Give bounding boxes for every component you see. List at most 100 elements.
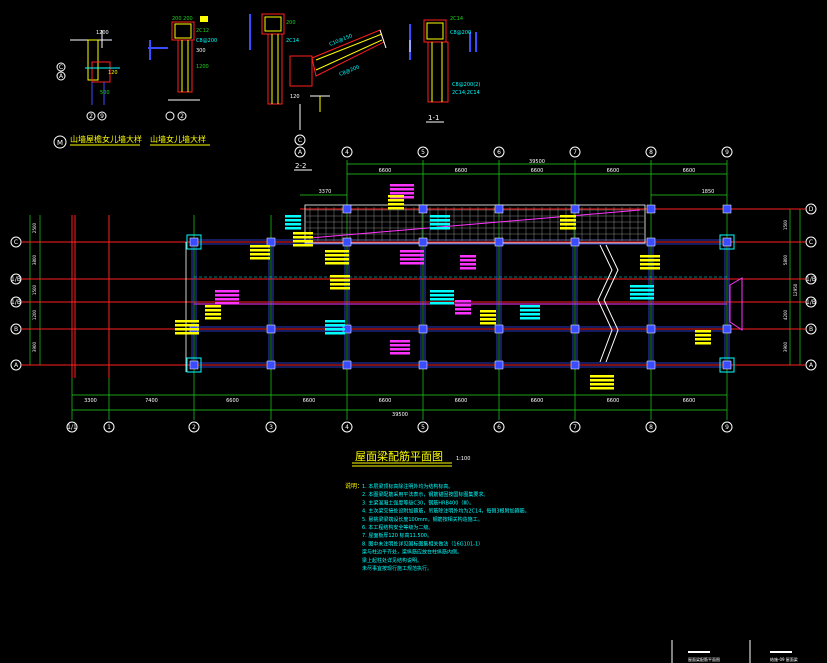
note-item-4: 5. 悬挑梁梁端设长度100mm，钢筋按相关构造施工。 <box>362 516 483 523</box>
column-marker-d <box>494 204 504 214</box>
beam-annotation-line <box>250 253 270 256</box>
column-marker <box>646 324 656 334</box>
axis-label-top-5: 9 <box>725 149 729 156</box>
beam-annotation-line <box>430 223 450 226</box>
axis-label-right-d: D <box>809 206 814 213</box>
beam-annotation-line <box>390 344 410 347</box>
axis-label-left-2: 1/B <box>11 299 21 306</box>
beam-annotation-line <box>430 290 454 293</box>
dim-text-right-1: 5800 <box>783 254 788 265</box>
dim-text-left-3: 1200 <box>32 309 37 320</box>
beam-annotation-line <box>630 297 654 300</box>
axis-label-right-4: C <box>809 239 813 246</box>
axis-label-left-0: A <box>14 362 19 369</box>
general-notes: 说明： 1. 本层梁顶标高除注明外均为结构标高。2. 本图梁配筋采用平法表示，钢… <box>345 482 530 572</box>
axis-bubble-bottom-8 <box>645 421 657 433</box>
axis-bubble-bottom-0 <box>66 421 78 433</box>
detail-gable-eave-parapet: 500 120 1200 C A 2 9 <box>56 30 120 121</box>
axis-grid-lines <box>22 208 805 378</box>
axis-label-right-1: B <box>809 326 813 333</box>
svg-text:C8@200: C8@200 <box>339 64 361 78</box>
beam-annotation-line <box>205 309 221 312</box>
beam-annotation-line <box>293 232 313 235</box>
beam-annotation-line <box>250 245 270 248</box>
dim-text-left-4: 3900 <box>32 341 37 352</box>
column-marker <box>570 324 580 334</box>
dim-text-top-b: 1850 <box>702 189 715 195</box>
beam-annotation-line <box>325 262 349 265</box>
beam-annotation-line <box>695 334 711 337</box>
axis-bubble-top-5 <box>721 146 733 158</box>
note-item-7: 8. 图中未注明处详见国标图集相关做法（16G101-1） <box>362 540 483 547</box>
svg-text:2C12: 2C12 <box>196 28 209 34</box>
dim-text-right-0: 1500 <box>783 219 788 230</box>
beam-annotation-line <box>590 375 614 378</box>
column-marker <box>266 237 276 247</box>
corner-column-2 <box>719 234 735 250</box>
beam-annotation-line <box>640 255 660 258</box>
svg-text:C8@200: C8@200 <box>196 38 217 44</box>
beam-annotation-line <box>455 308 471 311</box>
axis-bubble-bottom-4 <box>341 421 353 433</box>
column-marker-d <box>722 204 732 214</box>
beam-annotation-line <box>640 259 660 262</box>
svg-text:120: 120 <box>108 70 118 76</box>
beam-annotation-line <box>330 279 350 282</box>
beam-annotation-line <box>330 275 350 278</box>
axis-bubble-bottom-3 <box>265 421 277 433</box>
axis-bubble-left-4 <box>10 236 22 248</box>
svg-text:C8@200(2): C8@200(2) <box>452 82 480 88</box>
dim-text-bottom-5: 6600 <box>455 398 468 404</box>
svg-text:2: 2 <box>180 113 184 120</box>
dim-text-right-overall: 12950 <box>793 283 798 296</box>
axis-label-right-3: 1/B <box>806 276 816 283</box>
dim-text-bottom-2: 6600 <box>226 398 239 404</box>
beam-annotations <box>175 184 711 390</box>
beam-annotation-line <box>695 338 711 341</box>
column-marker <box>266 360 276 370</box>
beam-annotation-line <box>325 250 349 253</box>
beam-annotation-line <box>480 322 496 325</box>
beam-annotation-line <box>293 244 313 247</box>
dim-text-top-2: 6600 <box>531 168 544 174</box>
svg-text:200 200: 200 200 <box>172 16 193 22</box>
beam-annotation-line <box>590 383 614 386</box>
svg-text:2C14: 2C14 <box>450 16 463 22</box>
title-block-left: 屋面梁配筋平面图 <box>688 656 720 662</box>
beam-annotation-line <box>285 215 301 218</box>
beam-annotation-line <box>695 342 711 345</box>
axis-label-right-0: A <box>809 362 814 369</box>
beam-annotation-line <box>460 263 476 266</box>
column-marker <box>722 237 732 247</box>
column-marker <box>418 360 428 370</box>
stair-outline-2 <box>603 244 619 363</box>
axis-label-bottom-8: 8 <box>649 424 653 431</box>
column-marker-d <box>570 204 580 214</box>
corner-column-1 <box>186 357 202 373</box>
beam-annotation-line <box>520 309 540 312</box>
corner-column-0 <box>186 234 202 250</box>
note-item-2: 3. 主梁混凝土强度等级C30，钢筋HRB400（Ⅲ）。 <box>362 499 474 506</box>
column-marker-d <box>418 204 428 214</box>
drawing-title: 屋面梁配筋平面图 <box>355 449 443 463</box>
axis-bubble-right-2 <box>805 296 817 308</box>
column-marker-d <box>342 204 352 214</box>
beam-annotation-line <box>460 267 476 270</box>
column-marker <box>189 237 199 247</box>
dim-text-bottom-0: 3300 <box>84 398 97 404</box>
detail-label-parapet: 山墙女儿墙大样 <box>150 134 206 144</box>
svg-text:C8@200: C8@200 <box>450 30 471 36</box>
axis-label-top-2: 6 <box>497 149 501 156</box>
beam-annotation-line <box>520 305 540 308</box>
axis-label-bottom-6: 6 <box>497 424 501 431</box>
detail-bubble-m-label: M <box>57 139 63 147</box>
axis-bubble-9-detail <box>97 111 107 121</box>
beam-annotation-line <box>695 330 711 333</box>
beam-annotation-line <box>388 207 404 210</box>
note-item-0: 1. 本层梁顶标高除注明外均为结构标高。 <box>362 483 453 490</box>
beam-annotation-line <box>175 332 199 335</box>
axis-bubble-c-detail <box>56 62 66 72</box>
section-2-2-label: 2-2 <box>295 162 306 170</box>
beam-annotation-line <box>215 294 239 297</box>
axis-bubble-right-1 <box>805 323 817 335</box>
